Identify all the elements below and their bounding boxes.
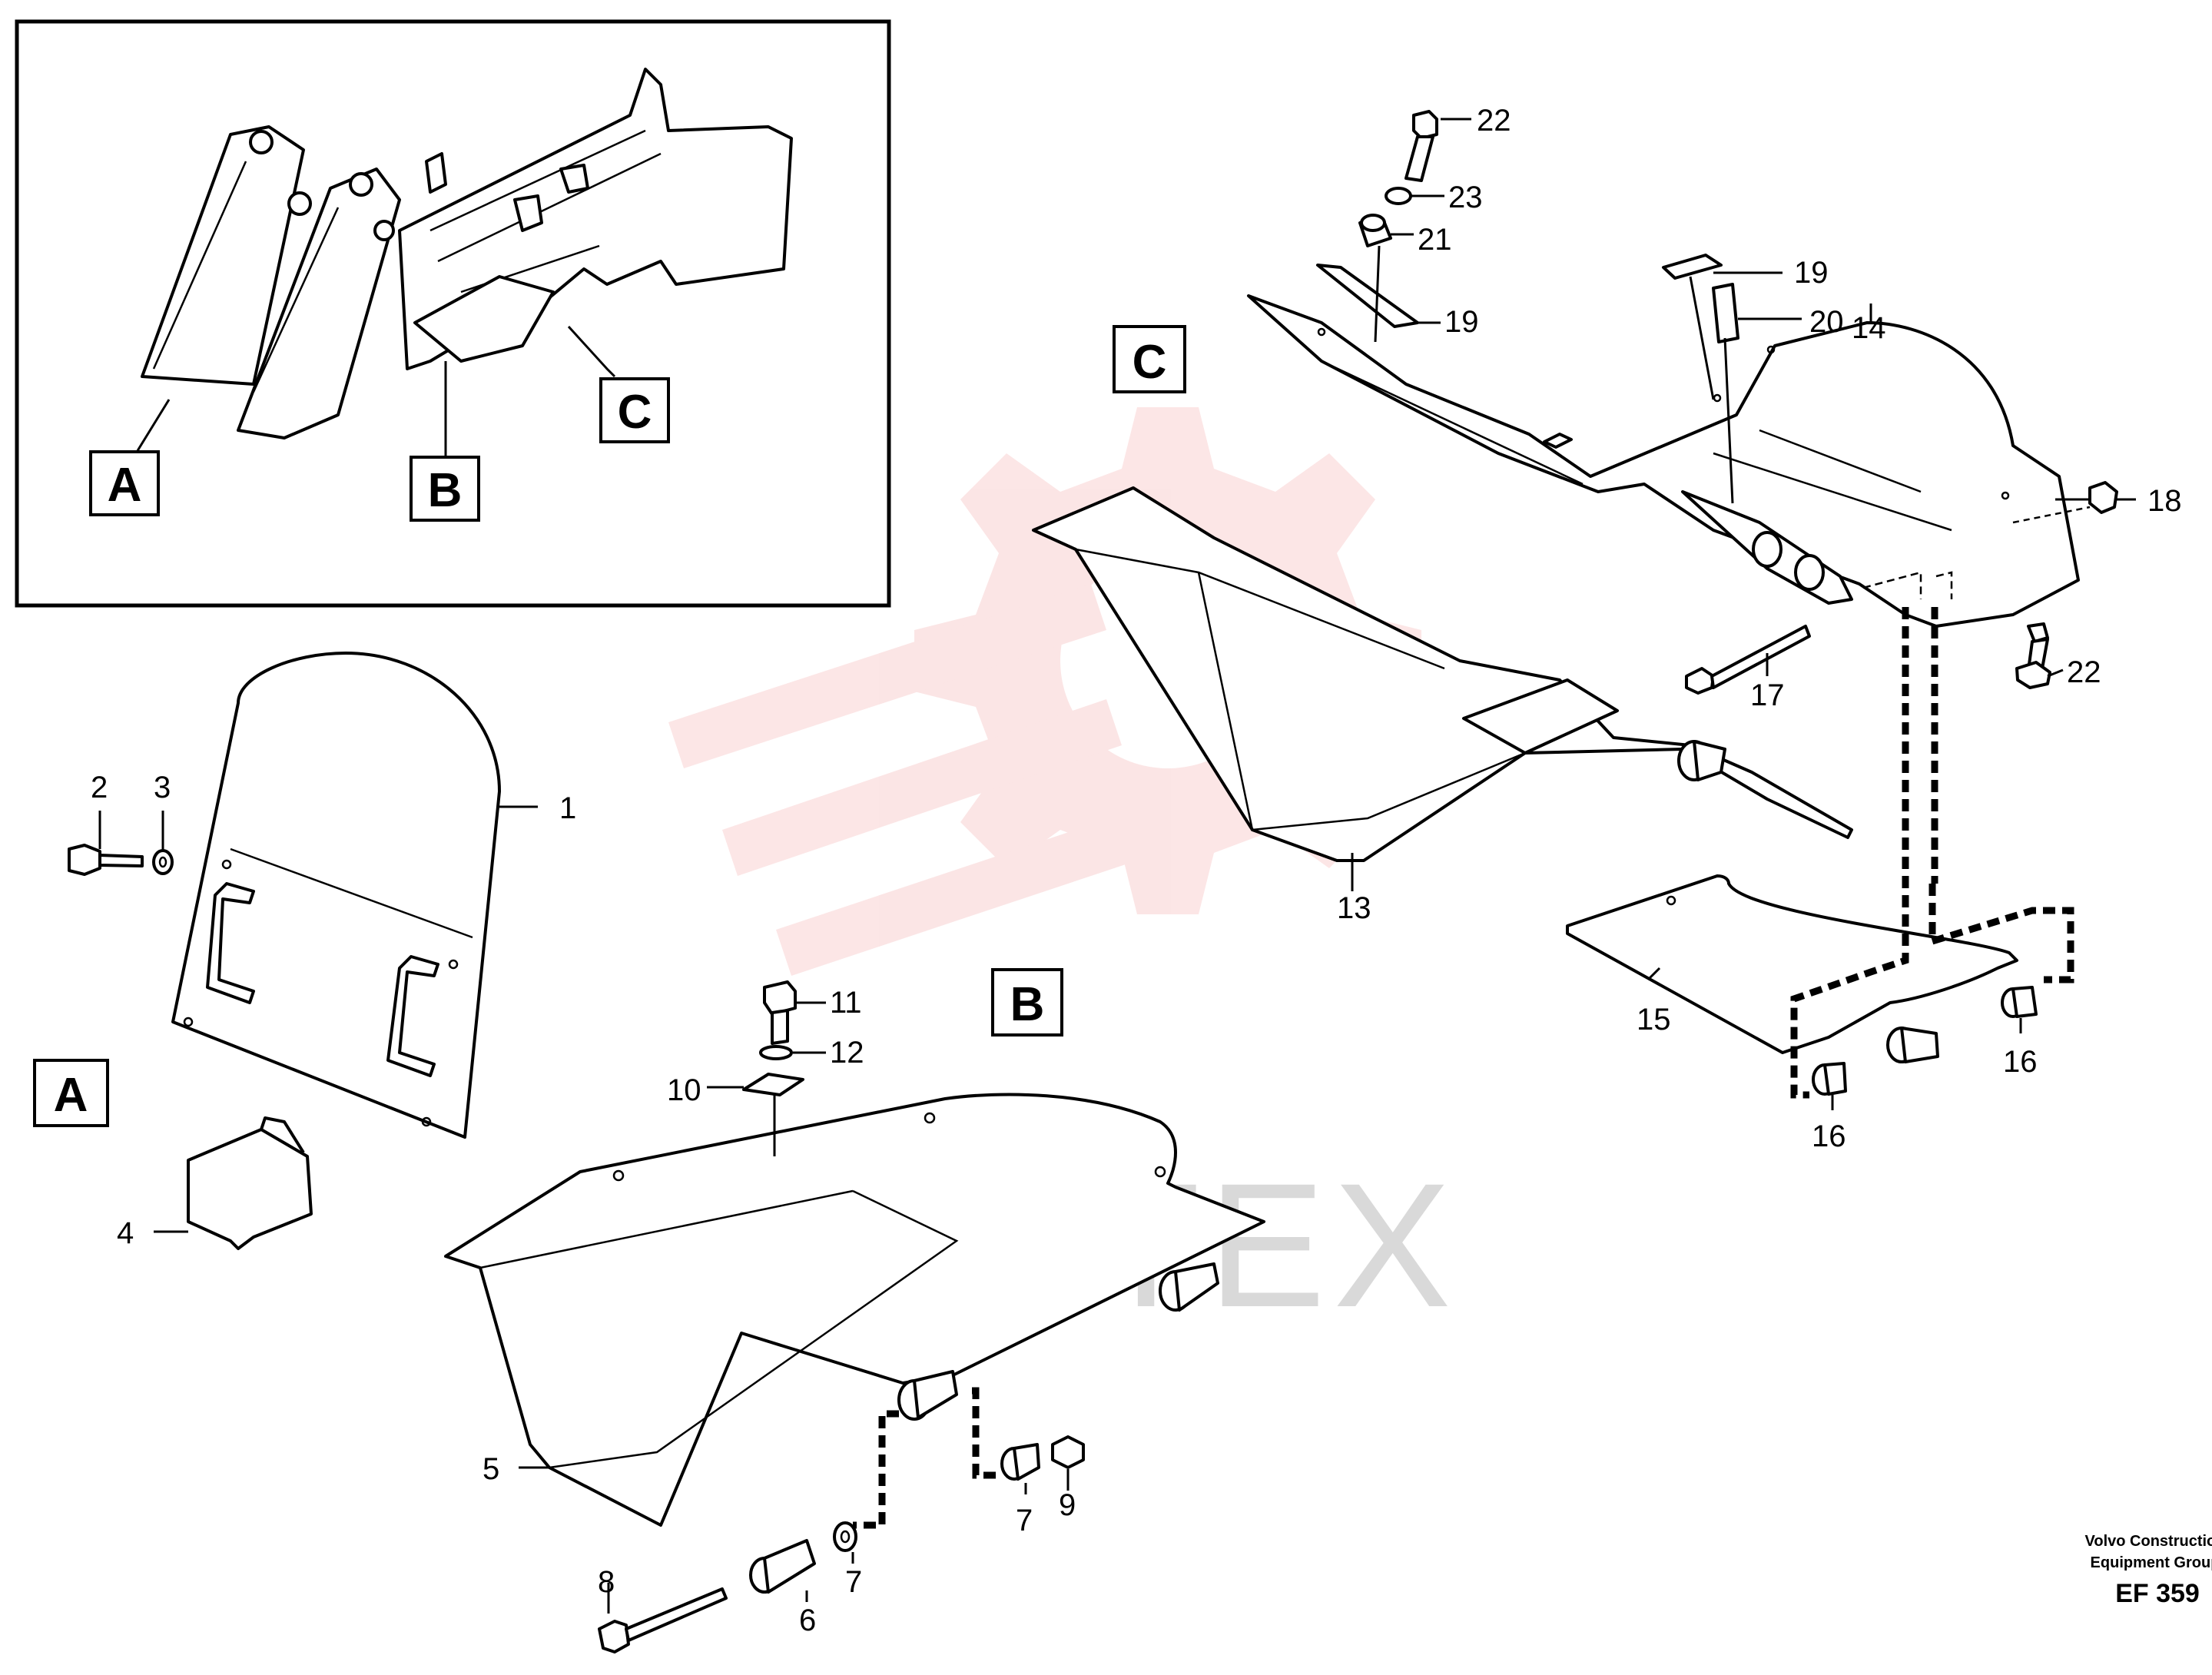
section-label-a-main: A (33, 1059, 109, 1127)
callout-19-right: 19 (1794, 256, 1829, 290)
callout-8: 8 (598, 1565, 615, 1599)
section-c-group: C (1032, 104, 2182, 1153)
part-16-bushing-left (1812, 1062, 1847, 1096)
svg-text:A: A (108, 459, 142, 512)
watermark-stripe-icon (668, 584, 1137, 976)
callout-7-bottom: 7 (845, 1565, 862, 1599)
callout-21: 21 (1418, 223, 1452, 257)
drawing-code: EF 359 (2115, 1579, 2200, 1608)
section-label-a: A (89, 450, 160, 516)
part-22-bolt-lower (2015, 622, 2051, 689)
part-6-bushing (749, 1539, 816, 1594)
callout-22-top: 22 (1477, 104, 1511, 138)
part-8-bolt (598, 1587, 728, 1653)
section-b-group: B (444, 968, 1265, 1653)
part-21-spacer (1358, 214, 1392, 247)
section-a-group: A 1 2 3 4 (33, 652, 576, 1250)
hinge-bushing (1752, 531, 1825, 591)
callout-19-left: 19 (1444, 305, 1479, 339)
part-16-bushing-right (2001, 986, 2038, 1018)
part-20-plate (1712, 283, 1739, 343)
part-19-plate-right (1662, 254, 1723, 280)
part-12-washer (759, 1045, 793, 1060)
leader-c (567, 325, 616, 378)
part-7-washer-top (1000, 1443, 1040, 1481)
callout-20: 20 (1809, 305, 1844, 339)
part-22-bolt-top (1404, 110, 1438, 182)
callout-14: 14 (1852, 311, 1886, 345)
svg-text:A: A (54, 1069, 88, 1122)
part-10-plate (742, 1073, 804, 1096)
inset-frame (15, 19, 891, 608)
section-label-c: C (599, 377, 670, 443)
callout-16-left: 16 (1812, 1119, 1846, 1153)
part-16-bushing-mid (1886, 1027, 1939, 1063)
callout-2: 2 (91, 771, 108, 804)
callout-3: 3 (154, 771, 171, 804)
part-18-nut (2088, 481, 2118, 514)
callout-10: 10 (667, 1073, 701, 1107)
credit-line-1: Volvo Construction (2085, 1533, 2212, 1550)
part-3-washer (152, 849, 174, 875)
callout-5: 5 (483, 1452, 499, 1486)
callout-7-top: 7 (1016, 1504, 1033, 1537)
credit-block: Volvo Construction Equipment Group EF 35… (2085, 1533, 2212, 1608)
callout-6: 6 (799, 1604, 816, 1637)
callout-12: 12 (830, 1036, 864, 1070)
callout-1: 1 (559, 791, 576, 825)
callout-23: 23 (1448, 181, 1483, 214)
part-1-shield-plate (171, 652, 501, 1139)
part-19-plate-left (1316, 264, 1419, 328)
svg-text:B: B (1010, 978, 1045, 1031)
machine-frame-drawing (141, 68, 793, 439)
tray-bushing-left (897, 1370, 958, 1421)
svg-text:B: B (428, 464, 463, 517)
part-23-washer (1385, 187, 1412, 205)
part-14-upper-guard (1247, 294, 2080, 628)
part-13-lower-guard (1032, 486, 1853, 862)
part-7-washer-bottom (833, 1521, 857, 1552)
callout-11: 11 (830, 986, 862, 1020)
part-9-nut (1051, 1435, 1085, 1469)
part-13-bushing (1677, 740, 1726, 781)
part-4-bracket (187, 1116, 313, 1250)
part-17-bolt (1685, 625, 1811, 695)
callout-13: 13 (1337, 891, 1371, 925)
section-label-b: B (410, 456, 480, 522)
section-label-c-main: C (1113, 325, 1186, 393)
callout-15: 15 (1637, 1003, 1671, 1037)
callout-18: 18 (2147, 484, 2182, 518)
callout-9: 9 (1059, 1488, 1076, 1522)
overview-inset: A B C (15, 19, 891, 608)
credit-line-2: Equipment Group (2091, 1554, 2212, 1571)
callout-17: 17 (1750, 678, 1785, 712)
part-5-guard-tray (444, 1093, 1265, 1527)
part-15-base-plate (1566, 874, 2018, 1054)
callout-22-lower: 22 (2067, 655, 2101, 689)
callout-4: 4 (117, 1216, 134, 1250)
part-2-bolt (68, 844, 144, 876)
part-11-bolt (763, 980, 797, 1045)
svg-text:C: C (618, 386, 652, 439)
section-label-b-main: B (991, 968, 1063, 1037)
callout-16-right: 16 (2003, 1045, 2038, 1079)
tray-bushing-right (1159, 1262, 1219, 1312)
svg-text:C: C (1133, 336, 1167, 389)
